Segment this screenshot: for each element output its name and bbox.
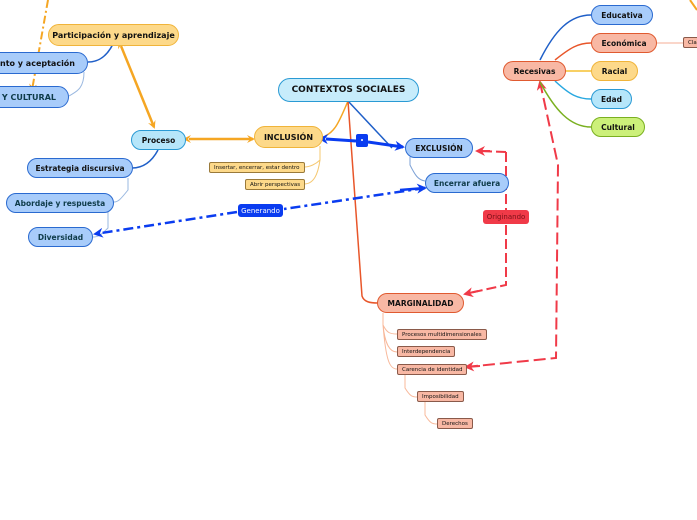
relation-generando-line [95, 186, 426, 234]
relation-hub-icon[interactable] [356, 134, 368, 147]
diversidad-node[interactable]: Diversidad [28, 227, 93, 247]
relation-originando-arrow-bottom [463, 287, 479, 298]
racial-node[interactable]: Racial [591, 61, 638, 81]
originando-label[interactable]: Originando [483, 210, 529, 224]
branch-estrategia-abordaje [113, 178, 129, 203]
encerrar-afuera-node[interactable]: Encerrar afuera [425, 173, 509, 193]
generando-label[interactable]: Generando [238, 204, 283, 217]
branch-recesivas-cultural [539, 81, 592, 128]
branch-recesivas-economica [554, 42, 592, 61]
branch-proceso-estrategia [131, 149, 159, 169]
relation-line-top-left [29, 0, 49, 92]
root-node[interactable]: CONTEXTOS SOCIALES [278, 78, 419, 102]
marginalidad-leaf[interactable]: Carencia de identidad [397, 364, 468, 375]
relation-carencia-arrow [464, 361, 481, 372]
branch-root-marginalidad [347, 100, 379, 304]
inclusion-leaf[interactable]: Insertar, encerrar, estar dentro [209, 162, 305, 173]
recesivas-node[interactable]: Recesivas [503, 61, 566, 81]
economica-node[interactable]: Económica [591, 33, 657, 53]
branch-root-inclusion [324, 100, 349, 137]
inclusion-node[interactable]: INCLUSIÓN [254, 126, 323, 148]
exclusion-node[interactable]: EXCLUSIÓN [405, 138, 473, 158]
branch-recesivas-educativa [539, 14, 592, 61]
cultural-node[interactable]: Cultural [591, 117, 645, 137]
educativa-node[interactable]: Educativa [591, 5, 653, 25]
marginalidad-leaf[interactable]: Imposibilidad [417, 391, 464, 402]
relation-participacion-proceso [118, 40, 156, 129]
participacion-node[interactable]: Participación y aprendizaje [48, 24, 179, 46]
estrategia-node[interactable]: Estrategia discursiva [27, 158, 133, 178]
branch-exclusion-encerrar [409, 157, 426, 182]
edad-node[interactable]: Edad [591, 89, 632, 109]
branch-reconocimiento-social [68, 71, 85, 97]
branch-recesivas-edad [554, 80, 592, 100]
abordaje-node[interactable]: Abordaje y respuesta [6, 193, 114, 213]
branch-participacion-reconocimiento [87, 43, 114, 63]
relation-generando-arrowhead-right [399, 183, 427, 194]
marginalidad-node[interactable]: MARGINALIDAD [377, 293, 464, 313]
marginalidad-leaf[interactable]: Interdependencia [397, 346, 456, 357]
proceso-node[interactable]: Proceso [131, 130, 186, 150]
social-cultural-node[interactable]: L Y CULTURAL [0, 86, 69, 108]
marginalidad-leaf[interactable]: Procesos multidimensionales [397, 329, 487, 340]
branch-inclusion-leaves [303, 146, 321, 185]
relation-carencia-recesivas [465, 80, 560, 368]
economica-leaf[interactable]: Cla [683, 37, 697, 48]
inclusion-leaf[interactable]: Abrir perspectivas [245, 179, 306, 190]
marginalidad-leaf[interactable]: Derechos [437, 418, 473, 429]
branch-marginalidad-leaves [382, 313, 438, 425]
reconocimiento-node[interactable]: miento y aceptación [0, 52, 88, 74]
relation-line-top-right [689, 0, 697, 11]
relation-inclusion-exclusion [326, 139, 403, 147]
